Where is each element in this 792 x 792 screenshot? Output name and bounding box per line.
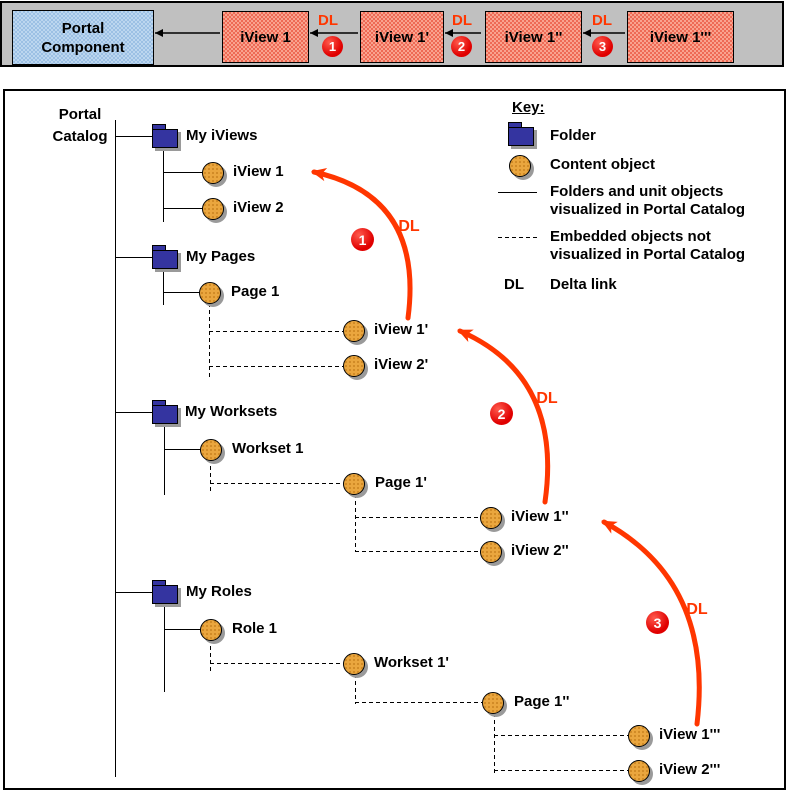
key-content-object-icon	[509, 155, 531, 177]
key-solid-line-desc-2: visualized in Portal Catalog	[550, 201, 746, 218]
dl-label-1: DL	[398, 218, 420, 235]
content-object-icon-iview-2p	[343, 355, 365, 377]
content-object-icon-iview-1pp	[480, 507, 502, 529]
step-badge-top-3: 3	[592, 36, 613, 57]
portal-component-label: Portal Component	[41, 19, 125, 56]
dl-label-top-2: DL	[452, 12, 472, 29]
iview-1-box: iView 1	[222, 11, 309, 63]
content-object-icon-iview-1ppp	[628, 725, 650, 747]
key-dashed-line-desc-2: visualized in Portal Catalog	[550, 246, 746, 263]
content-object-icon-workset-1p	[343, 653, 365, 675]
content-object-icon-role-1	[200, 619, 222, 641]
key-title: Key:	[512, 99, 545, 116]
key-dl-label: Delta link	[550, 276, 617, 293]
portal-catalog-title: Portal Catalog	[52, 106, 108, 145]
key-dl-abbr: DL	[504, 276, 524, 293]
iview-1-box-label: iView 1	[240, 28, 291, 46]
content-object-icon-iview-1p	[343, 320, 365, 342]
content-object-icon-iview-2pp	[480, 541, 502, 563]
node-label-workset-1p: Workset 1'	[374, 654, 449, 671]
node-label-workset-1: Workset 1	[232, 440, 304, 457]
dl-label-2: DL	[536, 390, 558, 407]
dl-label-top-3: DL	[592, 12, 612, 29]
key-dashed-line-desc-1: Embedded objects not	[550, 228, 711, 245]
step-badge-top-1: 1	[322, 36, 343, 57]
node-label-iview-1: iView 1	[233, 163, 284, 180]
node-label-iview-2: iView 2	[233, 199, 284, 216]
folder-icon-my-worksets	[152, 400, 179, 424]
iview-1pp-box-label: iView 1''	[504, 28, 563, 46]
key-folder-icon	[508, 122, 535, 146]
content-object-icon-iview-1	[202, 162, 224, 184]
node-label-iview-1p: iView 1'	[374, 321, 429, 338]
folder-label-my-iviews: My iViews	[186, 127, 258, 144]
content-object-icon-iview-2	[202, 198, 224, 220]
folder-label-my-pages: My Pages	[186, 248, 256, 265]
dl-label-3: DL	[686, 601, 708, 618]
step-badge-2: 2	[490, 402, 513, 425]
folder-icon-my-iviews	[152, 124, 179, 148]
node-label-iview-2pp: iView 2''	[511, 542, 569, 559]
node-label-iview-1ppp: iView 1'''	[659, 726, 721, 743]
step-badge-3: 3	[646, 611, 669, 634]
iview-1ppp-box-label: iView 1'''	[649, 28, 712, 46]
iview-1p-box: iView 1'	[360, 11, 444, 63]
key-solid-line-desc-1: Folders and unit objects	[550, 183, 724, 200]
key-folder-label: Folder	[550, 127, 596, 144]
node-label-role-1: Role 1	[232, 620, 278, 637]
step-badge-top-2: 2	[451, 36, 472, 57]
key-content-object-label: Content object	[550, 156, 655, 173]
folder-label-my-roles: My Roles	[186, 583, 252, 600]
dl-label-top-1: DL	[318, 12, 338, 29]
folder-label-my-worksets: My Worksets	[185, 403, 278, 420]
folder-icon-my-pages	[152, 245, 179, 269]
content-object-icon-page-1pp	[482, 692, 504, 714]
content-object-icon-page-1p	[343, 473, 365, 495]
runtime-chain-bar: Portal Component iView 1 iView 1' iView …	[0, 1, 784, 67]
content-object-icon-workset-1	[200, 439, 222, 461]
step-badge-1: 1	[351, 228, 374, 251]
folder-icon-my-roles	[152, 580, 179, 604]
iview-1pp-box: iView 1''	[485, 11, 582, 63]
iview-1ppp-box: iView 1'''	[627, 11, 734, 63]
node-label-iview-2ppp: iView 2'''	[659, 761, 721, 778]
node-label-iview-1pp: iView 1''	[511, 508, 569, 525]
iview-1p-box-label: iView 1'	[374, 28, 430, 46]
node-label-iview-2p: iView 2'	[374, 356, 429, 373]
node-label-page-1p: Page 1'	[375, 474, 427, 491]
node-label-page-1: Page 1	[231, 283, 280, 300]
content-object-icon-iview-2ppp	[628, 760, 650, 782]
node-label-page-1pp: Page 1''	[514, 693, 570, 710]
portal-component-box: Portal Component	[12, 10, 154, 65]
content-object-icon-page-1	[199, 282, 221, 304]
